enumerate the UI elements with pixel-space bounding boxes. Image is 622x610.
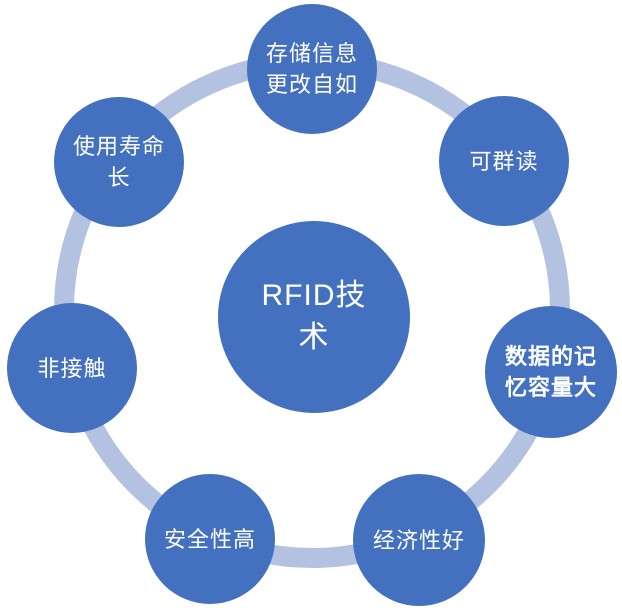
satellite-node-label: 安全性高 — [164, 524, 256, 555]
center-node-rfid: RFID技 术 — [218, 221, 410, 413]
satellite-node-label: 数据的记 忆容量大 — [505, 341, 597, 403]
satellite-node-memory-capacity: 数据的记 忆容量大 — [485, 306, 617, 438]
satellite-node-store-info: 存储信息 更改自如 — [247, 4, 377, 134]
satellite-node-label-line: 使用寿命 — [72, 134, 165, 159]
satellite-node-label-line: 非接触 — [37, 355, 107, 381]
satellite-node-label-line: 数据的记 — [504, 344, 597, 369]
satellite-node-long-lifespan: 使用寿命 长 — [54, 97, 184, 227]
satellite-node-label: 经济性好 — [373, 525, 465, 556]
satellite-node-economical: 经济性好 — [353, 474, 485, 606]
satellite-node-label: 非接触 — [37, 353, 106, 384]
satellite-node-label-line: 更改自如 — [265, 72, 358, 97]
satellite-node-label-line: 可群读 — [469, 148, 539, 174]
center-node-label-line: RFID技 — [261, 279, 367, 312]
satellite-node-label-line: 忆容量大 — [504, 375, 597, 400]
satellite-node-label-line: 长 — [107, 165, 131, 190]
satellite-node-label: 存储信息 更改自如 — [266, 38, 358, 100]
center-node-label: RFID技 术 — [262, 275, 367, 359]
satellite-node-group-read: 可群读 — [439, 96, 569, 226]
satellite-node-label-line: 存储信息 — [265, 41, 358, 66]
satellite-node-label: 使用寿命 长 — [73, 131, 165, 193]
satellite-node-label-line: 经济性好 — [372, 527, 465, 553]
satellite-node-label: 可群读 — [469, 146, 538, 177]
center-node-label-line: 术 — [298, 321, 330, 354]
satellite-node-non-contact: 非接触 — [7, 303, 137, 433]
satellite-node-high-security: 安全性高 — [145, 474, 275, 604]
satellite-node-label-line: 安全性高 — [163, 526, 256, 552]
